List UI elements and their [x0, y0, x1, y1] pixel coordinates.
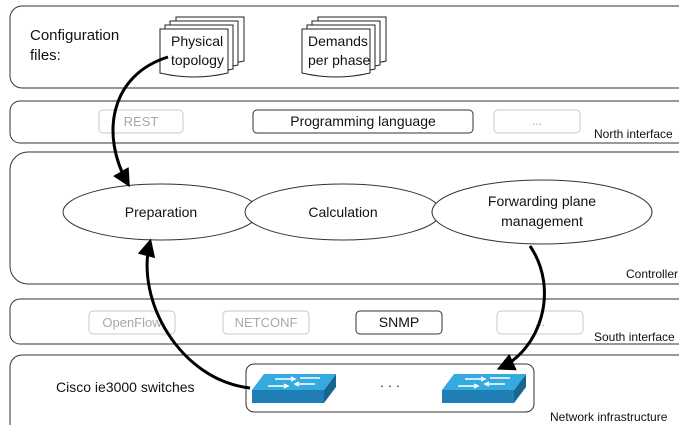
south-netconf-box: [222, 310, 310, 335]
config-layer-label: Configuration: [30, 27, 119, 44]
south-snmp-label: SNMP: [379, 314, 419, 330]
network-switch-label: Cisco ie3000 switches: [56, 379, 195, 395]
arrow-forwarding-to-switches: [496, 245, 546, 371]
north-rest-box: [98, 109, 184, 134]
file-demands-per-phase: Demands per phase: [301, 16, 387, 78]
controller-step-preparation-label: Preparation: [125, 204, 197, 220]
network-layer-label: Network infrastructure: [550, 410, 668, 424]
arrow-switches-to-preparation: [137, 238, 251, 390]
south-snmp-box: [355, 310, 443, 335]
south-openflow-label: OpenFlow: [102, 315, 162, 330]
north-more-label: ...: [532, 114, 542, 128]
south-openflow-box: [88, 310, 176, 335]
controller-step-calculation-label: Calculation: [308, 204, 377, 220]
network-switch-icon: [442, 374, 526, 403]
north-rest-label: REST: [124, 114, 159, 129]
north-programming-language-box: [252, 109, 474, 134]
controller-step-forwarding-label-1: Forwarding plane: [488, 193, 596, 209]
south-netconf-label: NETCONF: [235, 315, 298, 330]
controller-step-forwarding-label-2: management: [501, 213, 583, 229]
file-label-line1: Physical: [171, 33, 223, 49]
network-switch-icon: [252, 374, 336, 403]
north-programming-language-label: Programming language: [290, 113, 436, 129]
file-physical-topology: Physical topology: [159, 16, 245, 78]
south-interface-label: South interface: [594, 330, 675, 344]
arrow-files-to-preparation: [111, 55, 169, 188]
file-label-line2: topology: [171, 52, 224, 68]
network-switch-ellipsis: · · ·: [380, 378, 400, 393]
config-layer-label-2: files:: [30, 47, 61, 64]
controller-layer-label: Controller: [626, 267, 678, 281]
file-label-line1: Demands: [308, 33, 368, 49]
north-interface-label: North interface: [594, 127, 673, 141]
file-label-line2: per phase: [308, 52, 370, 68]
north-more-box: [493, 109, 581, 134]
controller-step-forwarding: [431, 179, 653, 245]
